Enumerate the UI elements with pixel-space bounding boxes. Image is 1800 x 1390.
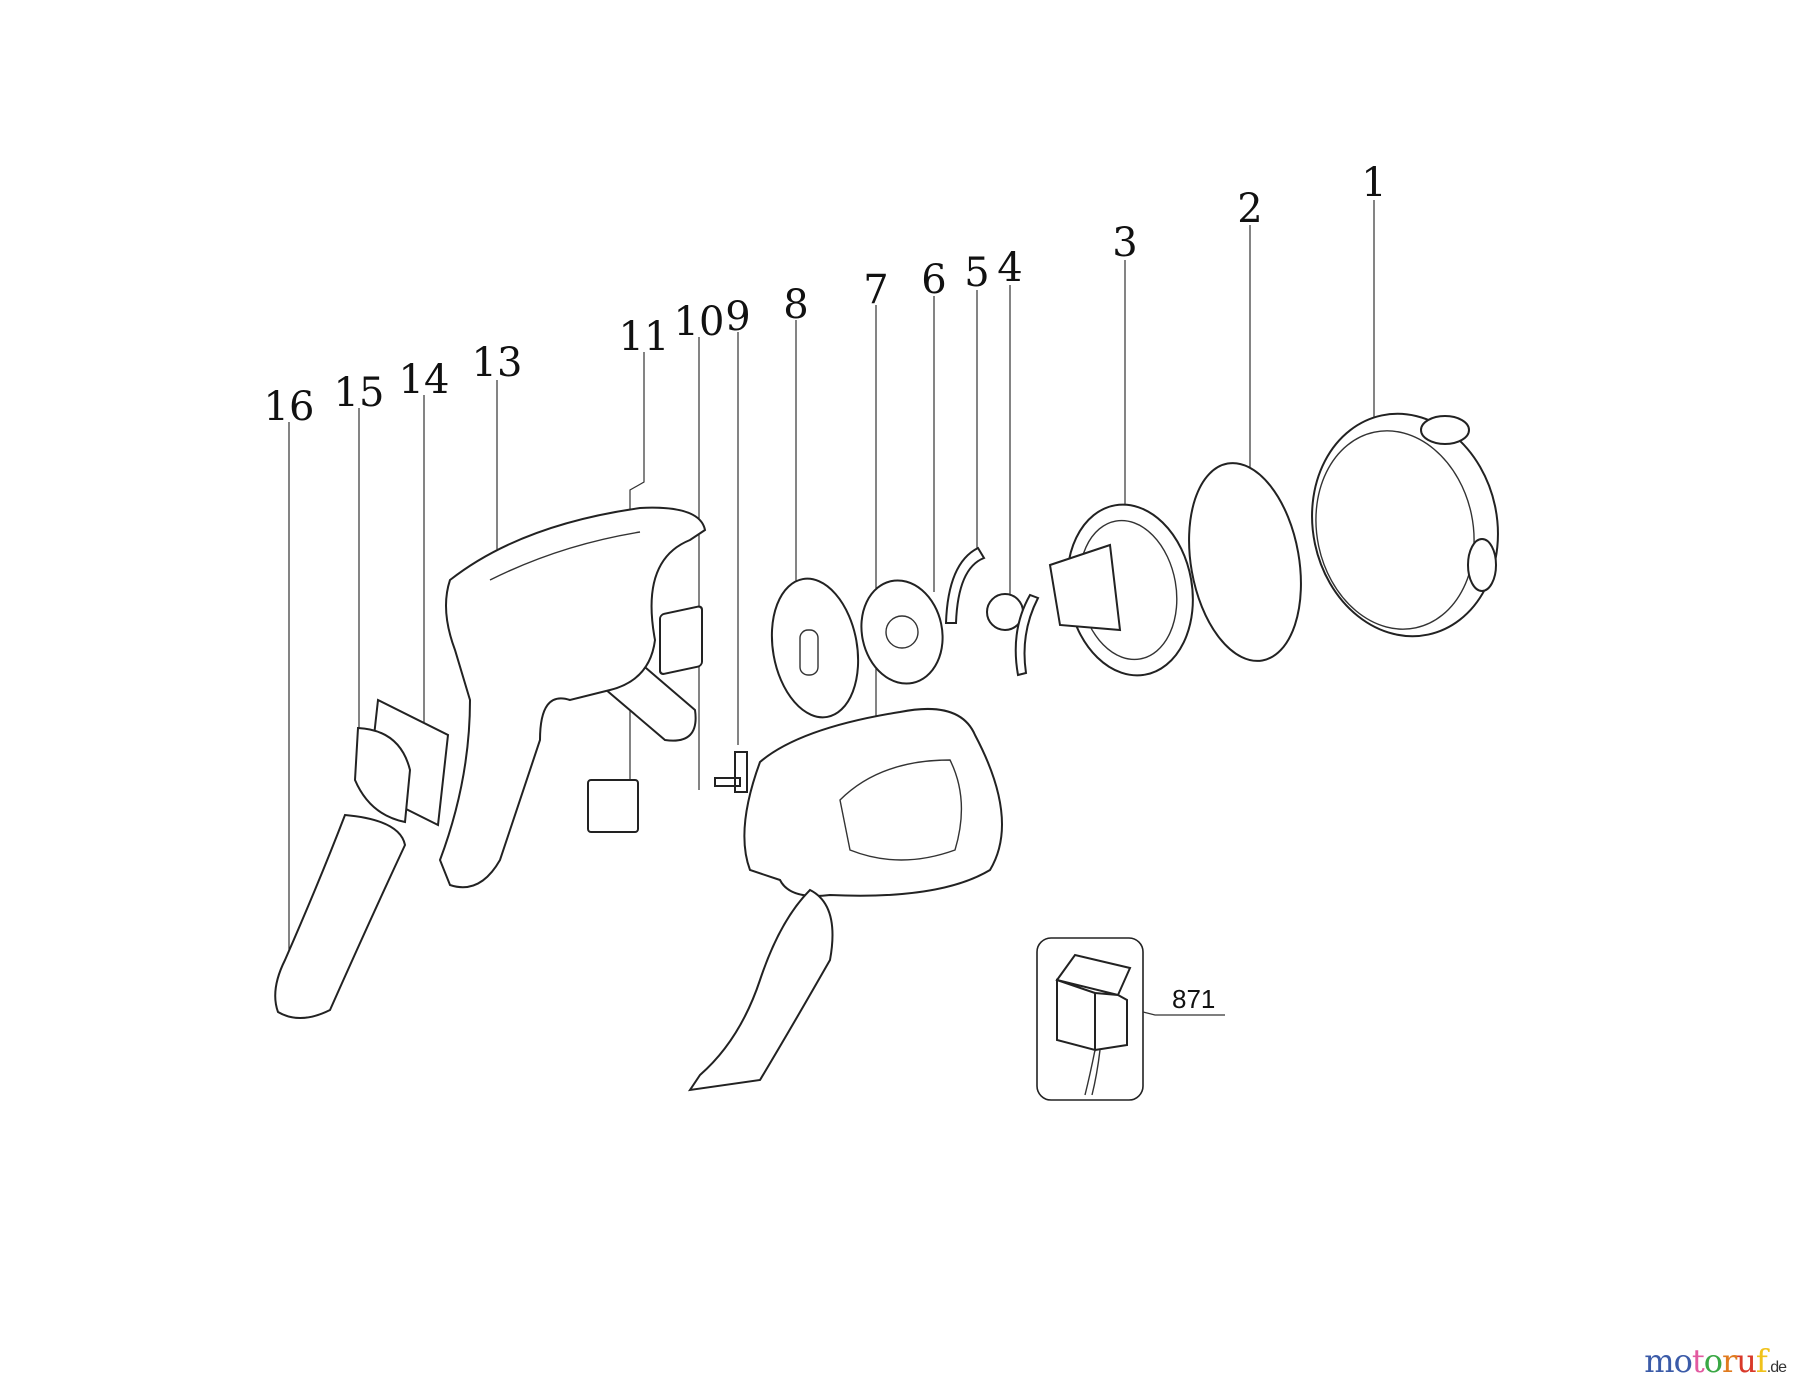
watermark-letter: f — [1755, 1342, 1768, 1380]
watermark-letters: motoruf — [1644, 1342, 1768, 1380]
part-rubber-grip — [274, 813, 407, 1019]
part-reflector — [1048, 503, 1194, 677]
callout-8: 8 — [783, 282, 808, 328]
part-switch — [587, 779, 639, 833]
callout-numbers: 1 2 3 4 5 6 7 8 9 10 11 13 14 15 16 — [264, 160, 1387, 430]
callout-6: 6 — [921, 257, 946, 303]
part-left-housing — [438, 506, 707, 889]
adapter-part-number: 871 — [1172, 984, 1215, 1014]
callout-10: 10 — [674, 299, 725, 345]
callout-11: 11 — [619, 314, 670, 360]
part-switch-plate — [770, 577, 860, 719]
watermark-suffix: .de — [1766, 1359, 1787, 1376]
part-clip — [1014, 593, 1040, 677]
callout-5: 5 — [964, 250, 989, 296]
callout-3: 3 — [1112, 220, 1137, 266]
watermark-letter: r — [1722, 1342, 1737, 1380]
part-bulb-holder — [860, 579, 944, 685]
callout-13: 13 — [472, 340, 523, 386]
part-end-cap — [353, 726, 412, 824]
part-lens — [1188, 462, 1302, 662]
watermark-letter: m — [1644, 1342, 1674, 1380]
callout-7: 7 — [863, 267, 888, 313]
watermark-letter: o — [1673, 1342, 1693, 1380]
leader-lines — [288, 200, 1375, 1000]
callout-4: 4 — [997, 245, 1022, 291]
callout-9: 9 — [725, 294, 750, 340]
adapter-callout: 871 — [1036, 937, 1225, 1101]
callout-16: 16 — [264, 384, 315, 430]
adapter-icon — [1055, 953, 1132, 1052]
part-main-housing — [687, 708, 1003, 1092]
part-switch-cover — [659, 605, 703, 675]
callout-15: 15 — [334, 370, 385, 416]
part-spring-clip — [944, 546, 986, 624]
watermark-logo: motoruf.de — [1644, 1342, 1787, 1380]
part-pin — [714, 751, 748, 793]
callout-2: 2 — [1237, 186, 1262, 232]
callout-1: 1 — [1361, 160, 1386, 206]
watermark-letter: t — [1691, 1342, 1705, 1380]
watermark-letter: u — [1736, 1342, 1757, 1380]
part-bezel-ring — [1311, 412, 1499, 638]
callout-14: 14 — [399, 357, 450, 403]
watermark-letter: o — [1703, 1342, 1723, 1380]
